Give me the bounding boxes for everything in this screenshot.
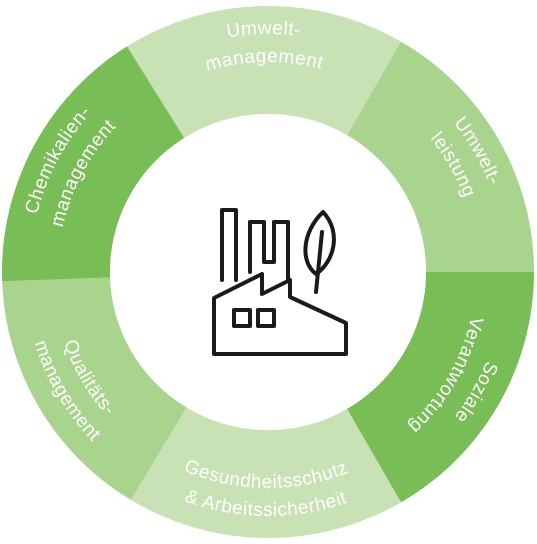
segment-umweltmanagement <box>127 5 401 139</box>
segment-soziale-verantwortung <box>347 272 534 503</box>
segment-umweltleistung <box>347 41 534 273</box>
segment-chemikalienmanagement <box>2 46 185 282</box>
factory-with-leaf-icon <box>212 208 348 356</box>
center-circle <box>110 114 426 430</box>
segment-qualitaetsmanagement <box>2 277 187 501</box>
segment-label-umweltmanagement-1: Umwelt- <box>225 18 302 42</box>
segment-gesundheitsschutz <box>130 407 401 538</box>
